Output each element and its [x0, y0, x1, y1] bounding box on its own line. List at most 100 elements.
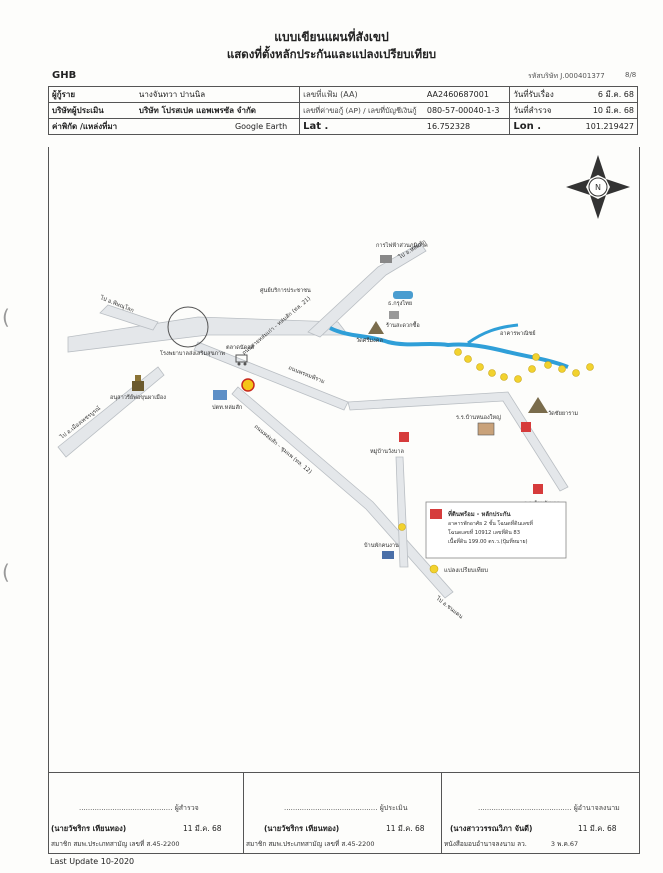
- temple-right-icon: [528, 397, 548, 413]
- document-title: แบบเขียนแผนที่สังเขป: [274, 30, 389, 44]
- signature-surveyor: ........................................…: [49, 773, 243, 853]
- legend-collateral-line3: โฉนดเลขที่ 10912 เลขที่ดิน 83: [448, 529, 520, 536]
- appraiser-value: บริษัท โปรสเปค แอพเพรซัล จำกัด: [138, 106, 256, 115]
- label-to-chonnaen: ไป อ.ชนแดน: [434, 594, 464, 620]
- appraiser-name: (นายวัชริกร เทียนทอง): [264, 824, 340, 833]
- label-monument: อนุสาวรีย์พ่อขุนผาเมือง: [110, 393, 166, 401]
- appraiser-label: บริษัทผู้ประเมิน: [52, 106, 104, 115]
- comparable-plot: [464, 355, 472, 363]
- authorized-date: 11 มี.ค. 68: [578, 824, 617, 833]
- label-hospital: โรงพยาบาลส่งเสริมสุขภาพ: [160, 349, 225, 357]
- temple-left-icon: [368, 321, 384, 334]
- label-school-center: ศูนย์บริการประชาชน: [260, 286, 311, 294]
- road-to-phitsanulok: [99, 304, 159, 331]
- car-icon: [393, 291, 413, 299]
- comparable-plot: [476, 363, 484, 371]
- loan-no-value: 080-57-00040-1-3: [426, 106, 500, 115]
- legend-collateral-line4: เนื้อที่ดิน 199.00 ตร.ว.(ปุ้มที่หมาย): [448, 537, 528, 545]
- bus-icon: [382, 551, 394, 559]
- river: [329, 326, 569, 369]
- label-school: ร.ร.บ้านหนองใหญ่: [456, 414, 501, 421]
- page-number: 8/8: [625, 71, 637, 79]
- location-map: N ไป อ.พิษณุโลก ไป อ.เมืองเพชรบูรณ์ ไป อ…: [57, 155, 630, 620]
- survey-date-label: วันที่สำรวจ: [513, 106, 552, 115]
- comparable-plot: [454, 348, 462, 356]
- comparable-plot: [558, 365, 566, 373]
- label-ptt: ปตท.หล่มสัก: [212, 404, 242, 411]
- document-subtitle: แสดงที่ตั้งหลักประกันและแปลงเปรียบเทียบ: [226, 47, 437, 61]
- info-row-coordinates: ค่าพิกัด /แหล่งที่มา Google Earth Lat . …: [47, 118, 638, 135]
- comparable-plots: [398, 348, 594, 531]
- housing-marker: [521, 422, 531, 432]
- label-store: ร้านสะดวกซื้อ: [386, 321, 420, 329]
- legend-collateral-title: ที่ดินพร้อม - หลักประกัน: [448, 509, 512, 518]
- signature-appraiser: ........................................…: [243, 773, 442, 853]
- comparable-plot: [528, 365, 536, 373]
- road-network: [57, 242, 569, 599]
- surveyor-name: (นายวัชริกร เทียนทอง): [51, 824, 127, 833]
- legend-box: [425, 501, 567, 559]
- appraiser-sign-line: ........................................…: [284, 804, 408, 812]
- comparable-plot: [488, 369, 496, 377]
- document-id: รหัสบริษัท J.000401377: [528, 72, 605, 80]
- coordinate-source-value: Google Earth: [234, 122, 288, 131]
- survey-date-value: 10 มี.ค. 68: [592, 106, 634, 115]
- label-village: หมู่บ้านวังบาล: [370, 448, 404, 455]
- shopping-cart-icon: [235, 354, 248, 366]
- label-electric: การไฟฟ้าส่วนภูมิภาค: [376, 242, 428, 249]
- authorized-name: (นางสาววรรณวิภา จันดี): [450, 824, 533, 833]
- appraiser-member-no: สมาชิก สมพ.ประเภทสามัญ เลขที่ ส.45-2200: [246, 840, 375, 848]
- road-south: [395, 456, 409, 568]
- loan-no-label: เลขที่ค่าขอกู้ (AP) / เลขที่บัญชีเงินกู้: [303, 105, 417, 115]
- file-no-label: เลขที่แฟ้ม (AA): [303, 90, 358, 99]
- authorized-letter-date: 3 พ.ค.67: [550, 840, 579, 848]
- surveyor-date: 11 มี.ค. 68: [183, 824, 222, 833]
- label-temple-right: วัดชัยยาราม: [548, 410, 578, 417]
- collateral-marker-icon: [430, 509, 442, 519]
- store-icon: [389, 311, 399, 319]
- lon-value: 101.219427: [585, 122, 634, 131]
- info-row-appraiser: บริษัทผู้ประเมิน บริษัท โปรสเปค แอพเพรซั…: [47, 102, 638, 119]
- last-update: Last Update 10-2020: [50, 857, 135, 866]
- comparable-plot: [532, 353, 540, 361]
- appraiser-date: 11 มี.ค. 68: [386, 824, 425, 833]
- info-table: ผู้กู้ราย นางจันทวา ปานนิล เลขที่แฟ้ม (A…: [47, 86, 638, 135]
- coordinate-source-label: ค่าพิกัด /แหล่งที่มา: [52, 122, 118, 131]
- received-date-value: 6 มี.ค. 68: [597, 90, 634, 99]
- shell-logo-icon: [241, 378, 255, 392]
- map-frame: [48, 147, 640, 772]
- comparable-plot: [500, 373, 508, 381]
- binding-hole-mark: (: [2, 305, 10, 329]
- north-label: N: [595, 183, 601, 192]
- road-east: [347, 391, 569, 492]
- borrower-value: นางจันทวา ปานนิล: [138, 90, 206, 99]
- legend: ที่ดินพร้อม - หลักประกัน อาคารพักอาศัย 2…: [425, 501, 567, 574]
- authorized-letter: หนังสือมอบอำนาจลงนาม ลว. 3 พ.ค.67: [444, 840, 579, 848]
- hospital-marker: [167, 306, 209, 348]
- file-no-value: AA2460687001: [426, 90, 489, 99]
- surveyor-member-no: สมาชิก สมพ.ประเภทสามัญ เลขที่ ส.45-2200: [51, 840, 180, 848]
- legend-collateral-line2: อาคารพักอาศัย 2 ชั้น โฉนดที่ดินเลขที่: [448, 519, 534, 527]
- authorized-sign-line: ........................................…: [478, 804, 620, 812]
- borrower-label: ผู้กู้ราย: [52, 90, 76, 99]
- electric-office-icon: [380, 255, 392, 263]
- school2-marker: [533, 484, 543, 494]
- road-to-phetchabun: [57, 366, 165, 458]
- label-housing: อาคารพาณิชย์: [500, 329, 535, 337]
- label-temple-left: วัดศรีมงคล: [356, 337, 383, 344]
- received-date-label: วันที่รับเรื่อง: [513, 90, 554, 99]
- brand-label: GHB: [52, 70, 77, 81]
- road-school: [193, 341, 349, 411]
- north-arrow-icon: N: [566, 155, 630, 219]
- comparable-plot: [586, 363, 594, 371]
- lat-value: 16.752328: [426, 122, 471, 131]
- comparable-plot: [398, 523, 406, 531]
- bank-building-icon: [213, 390, 227, 400]
- lat-label: Lat .: [303, 121, 329, 132]
- binding-hole-mark: (: [2, 560, 10, 584]
- monument-icon: [132, 375, 144, 391]
- comparable-plot: [514, 375, 522, 383]
- label-office: บ้านพักคนงาน: [364, 542, 399, 549]
- comparable-plot: [544, 361, 552, 369]
- signature-authorized: ........................................…: [441, 773, 640, 853]
